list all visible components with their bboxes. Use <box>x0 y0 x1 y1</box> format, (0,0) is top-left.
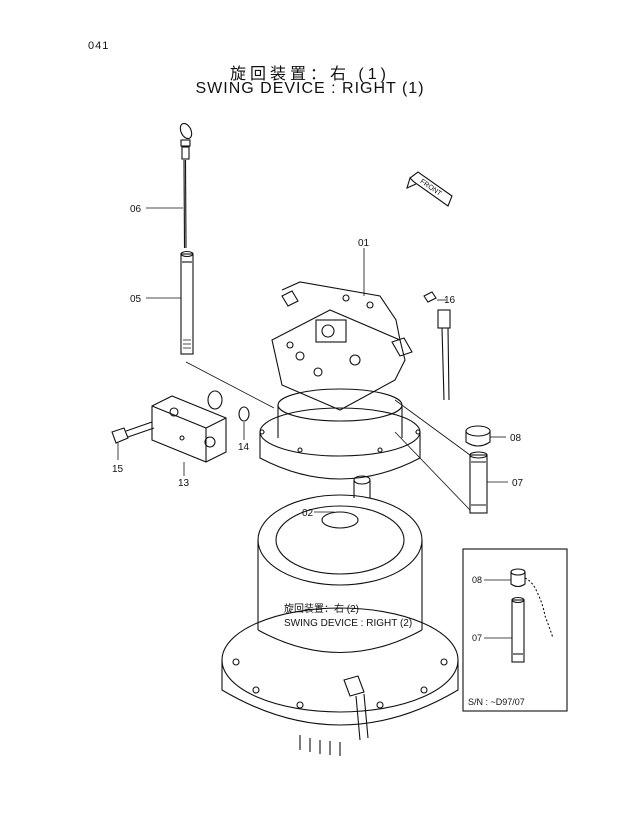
title-japanese: 旋回装置：右 (1) <box>229 66 390 83</box>
front-arrow-icon <box>406 171 453 207</box>
level-pipe-part <box>469 451 488 514</box>
washer-part <box>207 390 223 410</box>
part-label-02: 02 <box>302 508 314 519</box>
leader-lines <box>117 207 508 513</box>
part-label-16: 16 <box>444 295 456 306</box>
swing-motor-part <box>259 281 421 480</box>
part-label-08: 08 <box>510 433 522 444</box>
motor-bolt-part <box>423 291 451 401</box>
reduction-gear-part <box>221 475 459 756</box>
title-english: SWING DEVICE : RIGHT (1) <box>195 80 425 97</box>
page-number: 041 <box>88 40 110 52</box>
serial-note: S/N : ~D97/07 <box>468 697 525 707</box>
bolt-part <box>111 421 155 444</box>
part-label-06: 06 <box>130 204 142 215</box>
part-label-01: 01 <box>358 238 370 249</box>
sub-title-japanese: 旋回装置：右 (2) <box>284 602 359 615</box>
cap-part <box>465 425 491 447</box>
block-part <box>151 395 227 463</box>
dipstick-part <box>179 122 193 249</box>
part-label-15: 15 <box>112 464 124 475</box>
inset-cap-part <box>510 568 554 639</box>
inset-pipe-part <box>511 596 525 663</box>
part-label-07: 07 <box>512 478 524 489</box>
inset-part-label-07: 07 <box>472 633 482 643</box>
part-label-13: 13 <box>178 478 190 489</box>
part-label-05: 05 <box>130 294 142 305</box>
inset-part-label-08: 08 <box>472 575 482 585</box>
pipe-part <box>180 250 194 355</box>
sub-title-english: SWING DEVICE : RIGHT (2) <box>284 618 412 629</box>
inset-box <box>462 548 568 712</box>
o-ring-part <box>238 406 250 422</box>
inset-leader-lines <box>484 579 512 639</box>
part-label-14: 14 <box>238 442 250 453</box>
